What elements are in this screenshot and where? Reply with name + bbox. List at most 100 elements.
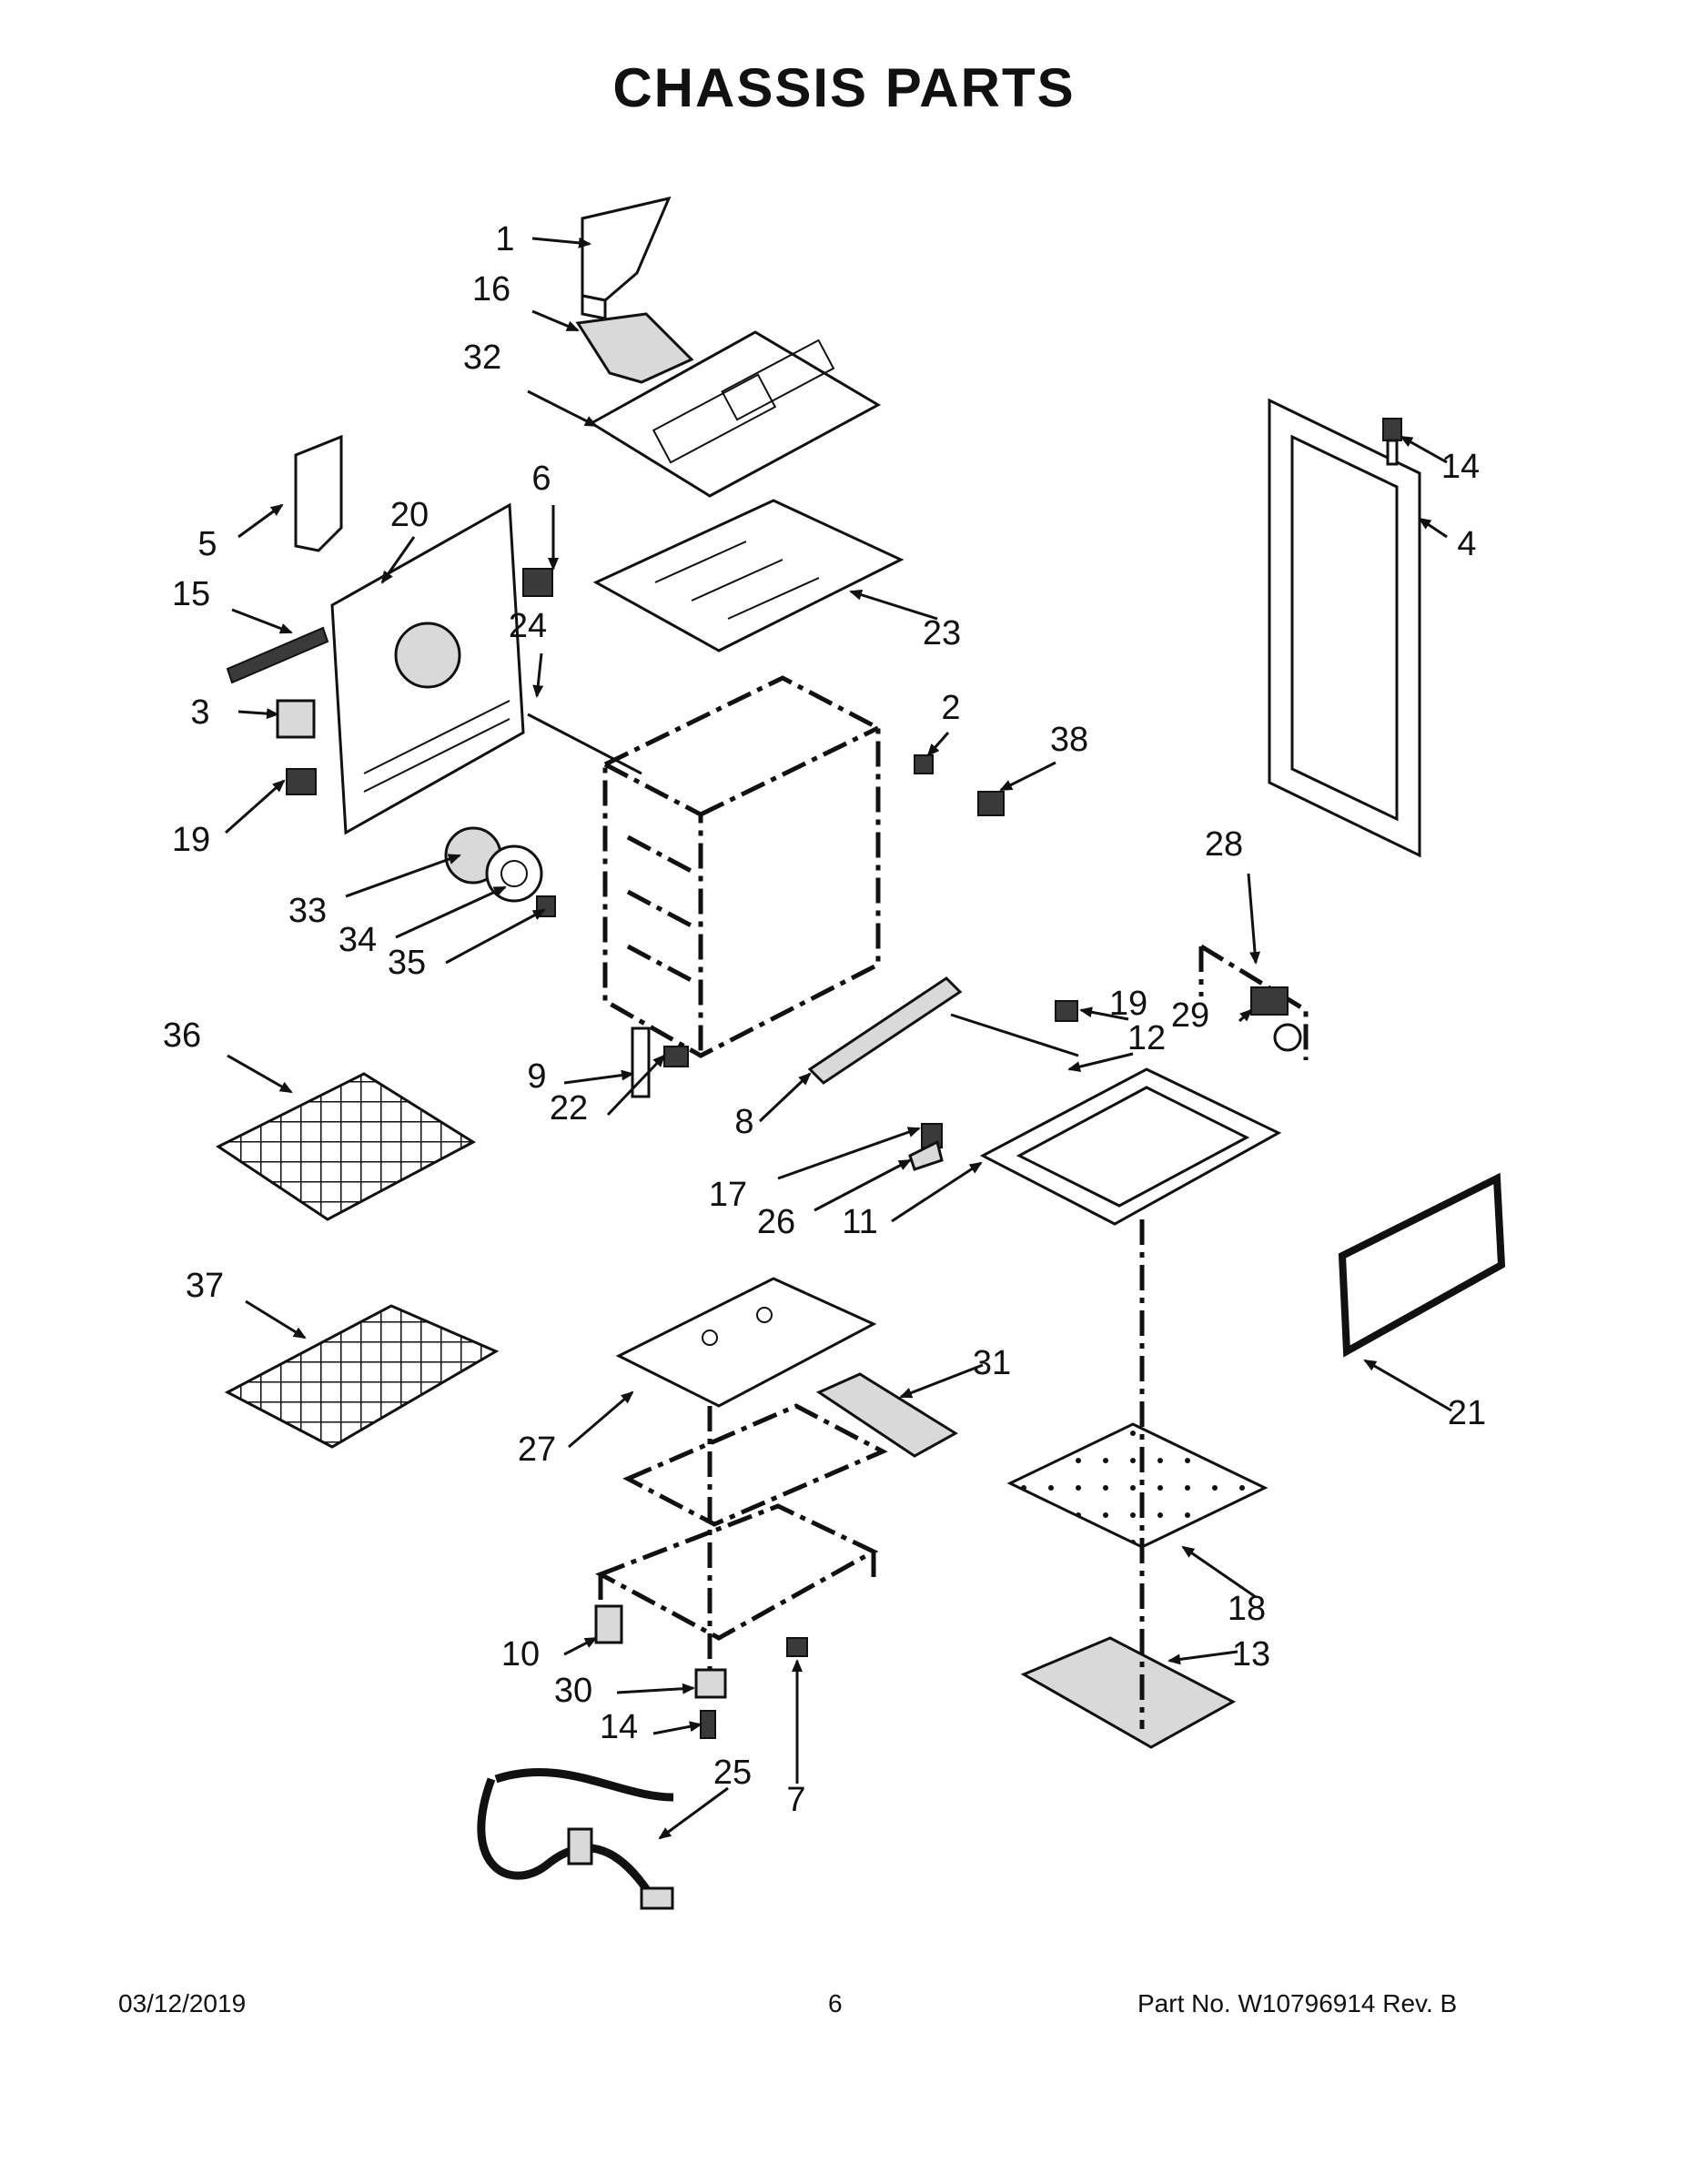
callout-label-8: 8 xyxy=(734,1103,753,1141)
part-bolt xyxy=(1055,1000,1078,1022)
part-bolt xyxy=(663,1046,689,1067)
callout-label-9: 9 xyxy=(527,1057,546,1096)
callout-leader-30 xyxy=(616,1683,695,1694)
callout-leader-11 xyxy=(891,1161,983,1223)
callout-label-31: 31 xyxy=(973,1344,1011,1382)
callout-leader-17 xyxy=(777,1127,921,1180)
callout-leader-24 xyxy=(532,652,544,698)
callout-leader-33 xyxy=(345,854,461,898)
callout-label-6: 6 xyxy=(531,460,551,498)
part-switch xyxy=(1250,986,1289,1016)
part-inner-top-plate xyxy=(592,499,905,652)
part-leveling-foot xyxy=(594,1604,623,1644)
part-rear-panel xyxy=(330,502,525,835)
callout-label-34: 34 xyxy=(339,921,377,959)
callout-label-37: 37 xyxy=(186,1267,224,1305)
lower-assembly xyxy=(595,1403,888,1641)
callout-label-1: 1 xyxy=(495,220,514,258)
callout-leader-14 xyxy=(1400,435,1448,464)
footer-date: 03/12/2019 xyxy=(118,1989,247,2017)
callout-leader-22 xyxy=(606,1054,666,1117)
footer-part-number: Part No. W10796914 Rev. B xyxy=(1137,1989,1458,2017)
part-power-cord xyxy=(477,1767,674,1910)
callout-label-19: 19 xyxy=(172,821,210,859)
part-clip xyxy=(786,1637,808,1657)
part-trim-bar xyxy=(807,976,963,1085)
part-element xyxy=(815,1372,958,1458)
callout-label-11: 11 xyxy=(842,1203,877,1241)
part-connector xyxy=(522,568,553,597)
callout-leader-37 xyxy=(245,1299,307,1340)
callout-label-29: 29 xyxy=(1171,996,1209,1035)
part-duct-bracket xyxy=(575,312,694,384)
callout-label-2: 2 xyxy=(941,689,960,727)
part-clip xyxy=(908,1139,944,1171)
part-valve xyxy=(694,1668,727,1699)
callout-label-28: 28 xyxy=(1205,825,1243,864)
callout-label-5: 5 xyxy=(197,525,217,563)
callout-leader-38 xyxy=(999,761,1056,792)
callout-label-3: 3 xyxy=(190,693,209,732)
callout-label-33: 33 xyxy=(288,892,327,930)
callout-leader-13 xyxy=(1167,1650,1238,1665)
part-screw xyxy=(700,1710,716,1739)
callout-label-30: 30 xyxy=(554,1672,592,1710)
callout-leader-21 xyxy=(1363,1359,1452,1412)
part-screw xyxy=(977,791,1005,816)
callout-label-23: 23 xyxy=(923,614,961,652)
callout-leader-14 xyxy=(652,1721,702,1735)
callout-leader-12 xyxy=(1067,1052,1134,1072)
callout-label-32: 32 xyxy=(463,339,501,377)
part-drawer-pan xyxy=(1020,1636,1237,1749)
callout-label-18: 18 xyxy=(1228,1590,1266,1628)
callout-label-14: 14 xyxy=(1441,448,1480,486)
callout-leader-35 xyxy=(445,908,546,965)
callout-label-16: 16 xyxy=(472,270,510,308)
callout-leader-25 xyxy=(658,1786,729,1840)
page-title: CHASSIS PARTS xyxy=(612,57,1076,118)
part-clip xyxy=(276,699,316,739)
callout-label-7: 7 xyxy=(786,1781,805,1819)
callout-leader-27 xyxy=(568,1390,634,1449)
part-roll-rack xyxy=(216,1072,476,1221)
callout-label-10: 10 xyxy=(501,1635,540,1673)
callout-label-25: 25 xyxy=(713,1754,752,1792)
callout-leader-23 xyxy=(849,589,938,621)
callout-leader-28 xyxy=(1247,873,1261,965)
part-bolt xyxy=(286,768,317,795)
callout-leader-19 xyxy=(1079,1006,1129,1021)
callout-leader-9 xyxy=(563,1069,634,1085)
callout-leader-16 xyxy=(531,309,580,332)
callout-leader-10 xyxy=(563,1636,598,1656)
part-sensor xyxy=(950,1013,1079,1057)
callout-leader-18 xyxy=(1181,1545,1257,1599)
callout-label-27: 27 xyxy=(518,1431,556,1469)
callout-label-15: 15 xyxy=(172,575,210,613)
callout-leader-29 xyxy=(1238,1008,1253,1023)
part-burner-tray xyxy=(615,1277,877,1408)
callout-label-26: 26 xyxy=(757,1203,795,1241)
callout-label-14: 14 xyxy=(600,1708,638,1746)
part-strip xyxy=(226,626,329,684)
callout-label-36: 36 xyxy=(163,1016,201,1055)
part-hinge-bracket xyxy=(631,1026,651,1098)
callout-leader-36 xyxy=(227,1054,293,1094)
callout-leader-15 xyxy=(231,608,293,634)
callout-leader-32 xyxy=(527,389,598,428)
callout-label-13: 13 xyxy=(1232,1635,1270,1673)
callout-label-21: 21 xyxy=(1448,1394,1486,1432)
part-door-gasket xyxy=(1338,1172,1506,1358)
callout-label-20: 20 xyxy=(390,496,429,534)
part-heat-shield xyxy=(1006,1422,1269,1549)
part-oven-bottom xyxy=(979,1067,1282,1226)
callout-label-17: 17 xyxy=(709,1176,747,1214)
callout-label-22: 22 xyxy=(550,1089,588,1127)
callout-leader-3 xyxy=(238,708,279,720)
part-screw xyxy=(1382,418,1402,466)
part-lamp xyxy=(1273,1023,1302,1052)
part-vent-duct xyxy=(581,196,672,320)
callout-leader-2 xyxy=(926,732,950,757)
callout-leader-5 xyxy=(238,503,284,539)
callout-label-12: 12 xyxy=(1127,1019,1166,1057)
